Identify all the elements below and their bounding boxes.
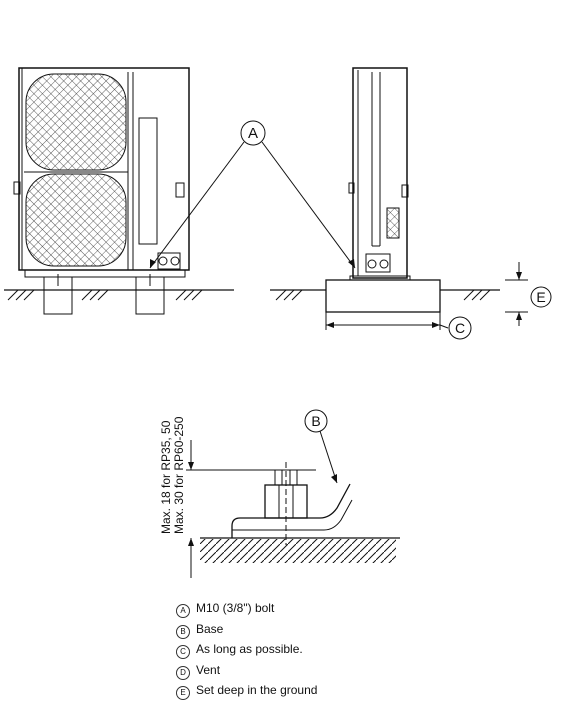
legend-text: Base bbox=[196, 621, 224, 636]
legend-item-a: A M10 (3/8") bolt bbox=[176, 598, 317, 619]
svg-text:Max. 18 for RP35, 50: Max. 18 for RP35, 50 bbox=[159, 420, 173, 534]
bolt-height-dimension bbox=[186, 440, 316, 578]
legend: A M10 (3/8") bolt B Base C As long as possi… bbox=[176, 598, 317, 701]
legend-mark: B bbox=[176, 624, 190, 639]
legend-mark: A bbox=[176, 604, 190, 618]
ground-line-left bbox=[4, 289, 234, 301]
svg-text:A: A bbox=[248, 125, 258, 142]
svg-text:B: B bbox=[311, 413, 320, 429]
callout-a: A bbox=[240, 120, 266, 146]
legend-text: Set deep in the ground bbox=[196, 683, 318, 697]
side-view-unit bbox=[348, 67, 411, 281]
front-view-unit bbox=[13, 67, 190, 315]
svg-text:E: E bbox=[536, 289, 545, 305]
callout-e: E bbox=[530, 286, 552, 308]
legend-text: M10 (3/8") bolt bbox=[196, 601, 275, 615]
concrete-base bbox=[325, 279, 441, 313]
ground-line-right bbox=[270, 289, 500, 301]
legend-item-e: E Set deep in the ground bbox=[176, 680, 317, 701]
legend-item-c: C As long as possible. bbox=[176, 639, 317, 660]
callout-c: C bbox=[448, 316, 472, 340]
bolt-detail bbox=[200, 462, 400, 563]
bolt-height-notes: Max. 18 for RP35, 50 Max. 30 for RP60-25… bbox=[159, 416, 186, 534]
leader-lines-a bbox=[149, 141, 356, 269]
dimension-e-arrow bbox=[505, 262, 528, 326]
svg-text:C: C bbox=[455, 320, 465, 336]
legend-item-d: D Vent bbox=[176, 660, 317, 681]
legend-text: As long as possible. bbox=[196, 642, 303, 656]
legend-text: Vent bbox=[196, 662, 221, 677]
legend-mark: D bbox=[176, 665, 190, 680]
legend-mark: E bbox=[176, 686, 190, 700]
callout-b: B bbox=[304, 409, 338, 484]
dimension-c-arrow bbox=[325, 312, 449, 330]
svg-text:Max. 30 for RP60-250: Max. 30 for RP60-250 bbox=[172, 416, 186, 534]
legend-mark: C bbox=[176, 645, 190, 659]
legend-item-b: B Base bbox=[176, 619, 317, 640]
